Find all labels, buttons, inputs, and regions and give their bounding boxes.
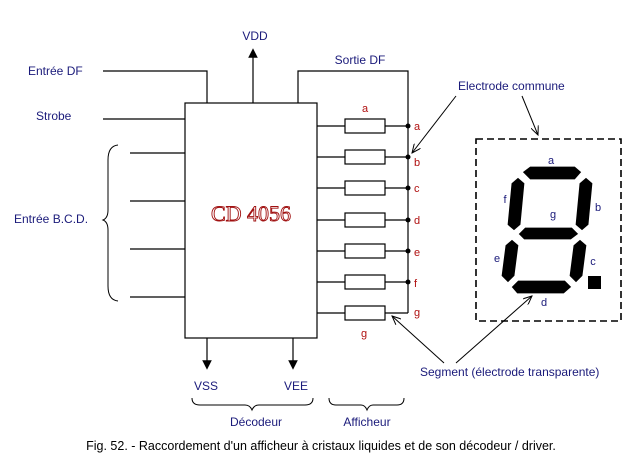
output-label-g: g [414, 307, 420, 319]
electrode-arrow-right [521, 95, 538, 135]
bcd-brace [101, 144, 119, 302]
display-label-d: d [541, 297, 547, 309]
entree-bcd-label: Entrée B.C.D. [14, 212, 88, 226]
chip-label: CD 4056 [211, 201, 291, 226]
display-label-b: b [595, 202, 601, 214]
output-label-c: c [414, 183, 420, 195]
resistor-top-label: a [362, 103, 369, 115]
vee-label: VEE [284, 379, 308, 393]
segment-dp [588, 276, 601, 289]
sortie-df-wire [297, 70, 409, 313]
output-label-d: d [414, 215, 420, 227]
vdd-label: VDD [242, 29, 268, 43]
segment-note-label: Segment (électrode transparente) [420, 365, 599, 379]
display-label-f: f [503, 194, 507, 206]
vss-label: VSS [194, 379, 218, 393]
lcd-display-box [475, 138, 622, 322]
display-label-c: c [590, 256, 596, 268]
display-label-a: a [548, 155, 555, 167]
output-label-a: a [414, 121, 421, 133]
seven-segment-digit [500, 165, 601, 295]
segment-e [500, 238, 520, 284]
electrode-commune-label: Electrode commune [458, 79, 565, 93]
afficheur-brace [328, 397, 405, 412]
resistor-bottom-label: g [361, 328, 367, 340]
decodeur-brace [191, 397, 314, 412]
decodeur-label: Décodeur [230, 415, 282, 429]
segment-b [574, 176, 594, 232]
segment-d [510, 279, 573, 295]
entree-df-label: Entrée DF [28, 64, 83, 78]
segment-a [521, 165, 583, 181]
output-label-f: f [414, 278, 418, 290]
segment-arrow-right [455, 296, 532, 364]
output-dots [405, 123, 411, 285]
segment-g [517, 226, 580, 241]
display-label-e: e [494, 253, 500, 265]
output-label-e: e [414, 247, 420, 259]
segment-arrow-left [392, 316, 445, 364]
electrode-arrow-left [412, 95, 457, 153]
segment-f [506, 176, 526, 232]
afficheur-label: Afficheur [343, 415, 390, 429]
bcd-input-wires [130, 152, 185, 298]
segment-c [568, 238, 588, 284]
entree-df-wire [103, 70, 208, 103]
output-rows [317, 118, 408, 321]
output-label-b: b [414, 157, 420, 169]
figure-caption: Fig. 52. - Raccordement d'un afficheur à… [86, 439, 556, 453]
sortie-df-label: Sortie DF [335, 53, 386, 67]
display-label-g: g [550, 209, 556, 221]
chip-body [184, 102, 318, 339]
strobe-label: Strobe [36, 109, 72, 123]
